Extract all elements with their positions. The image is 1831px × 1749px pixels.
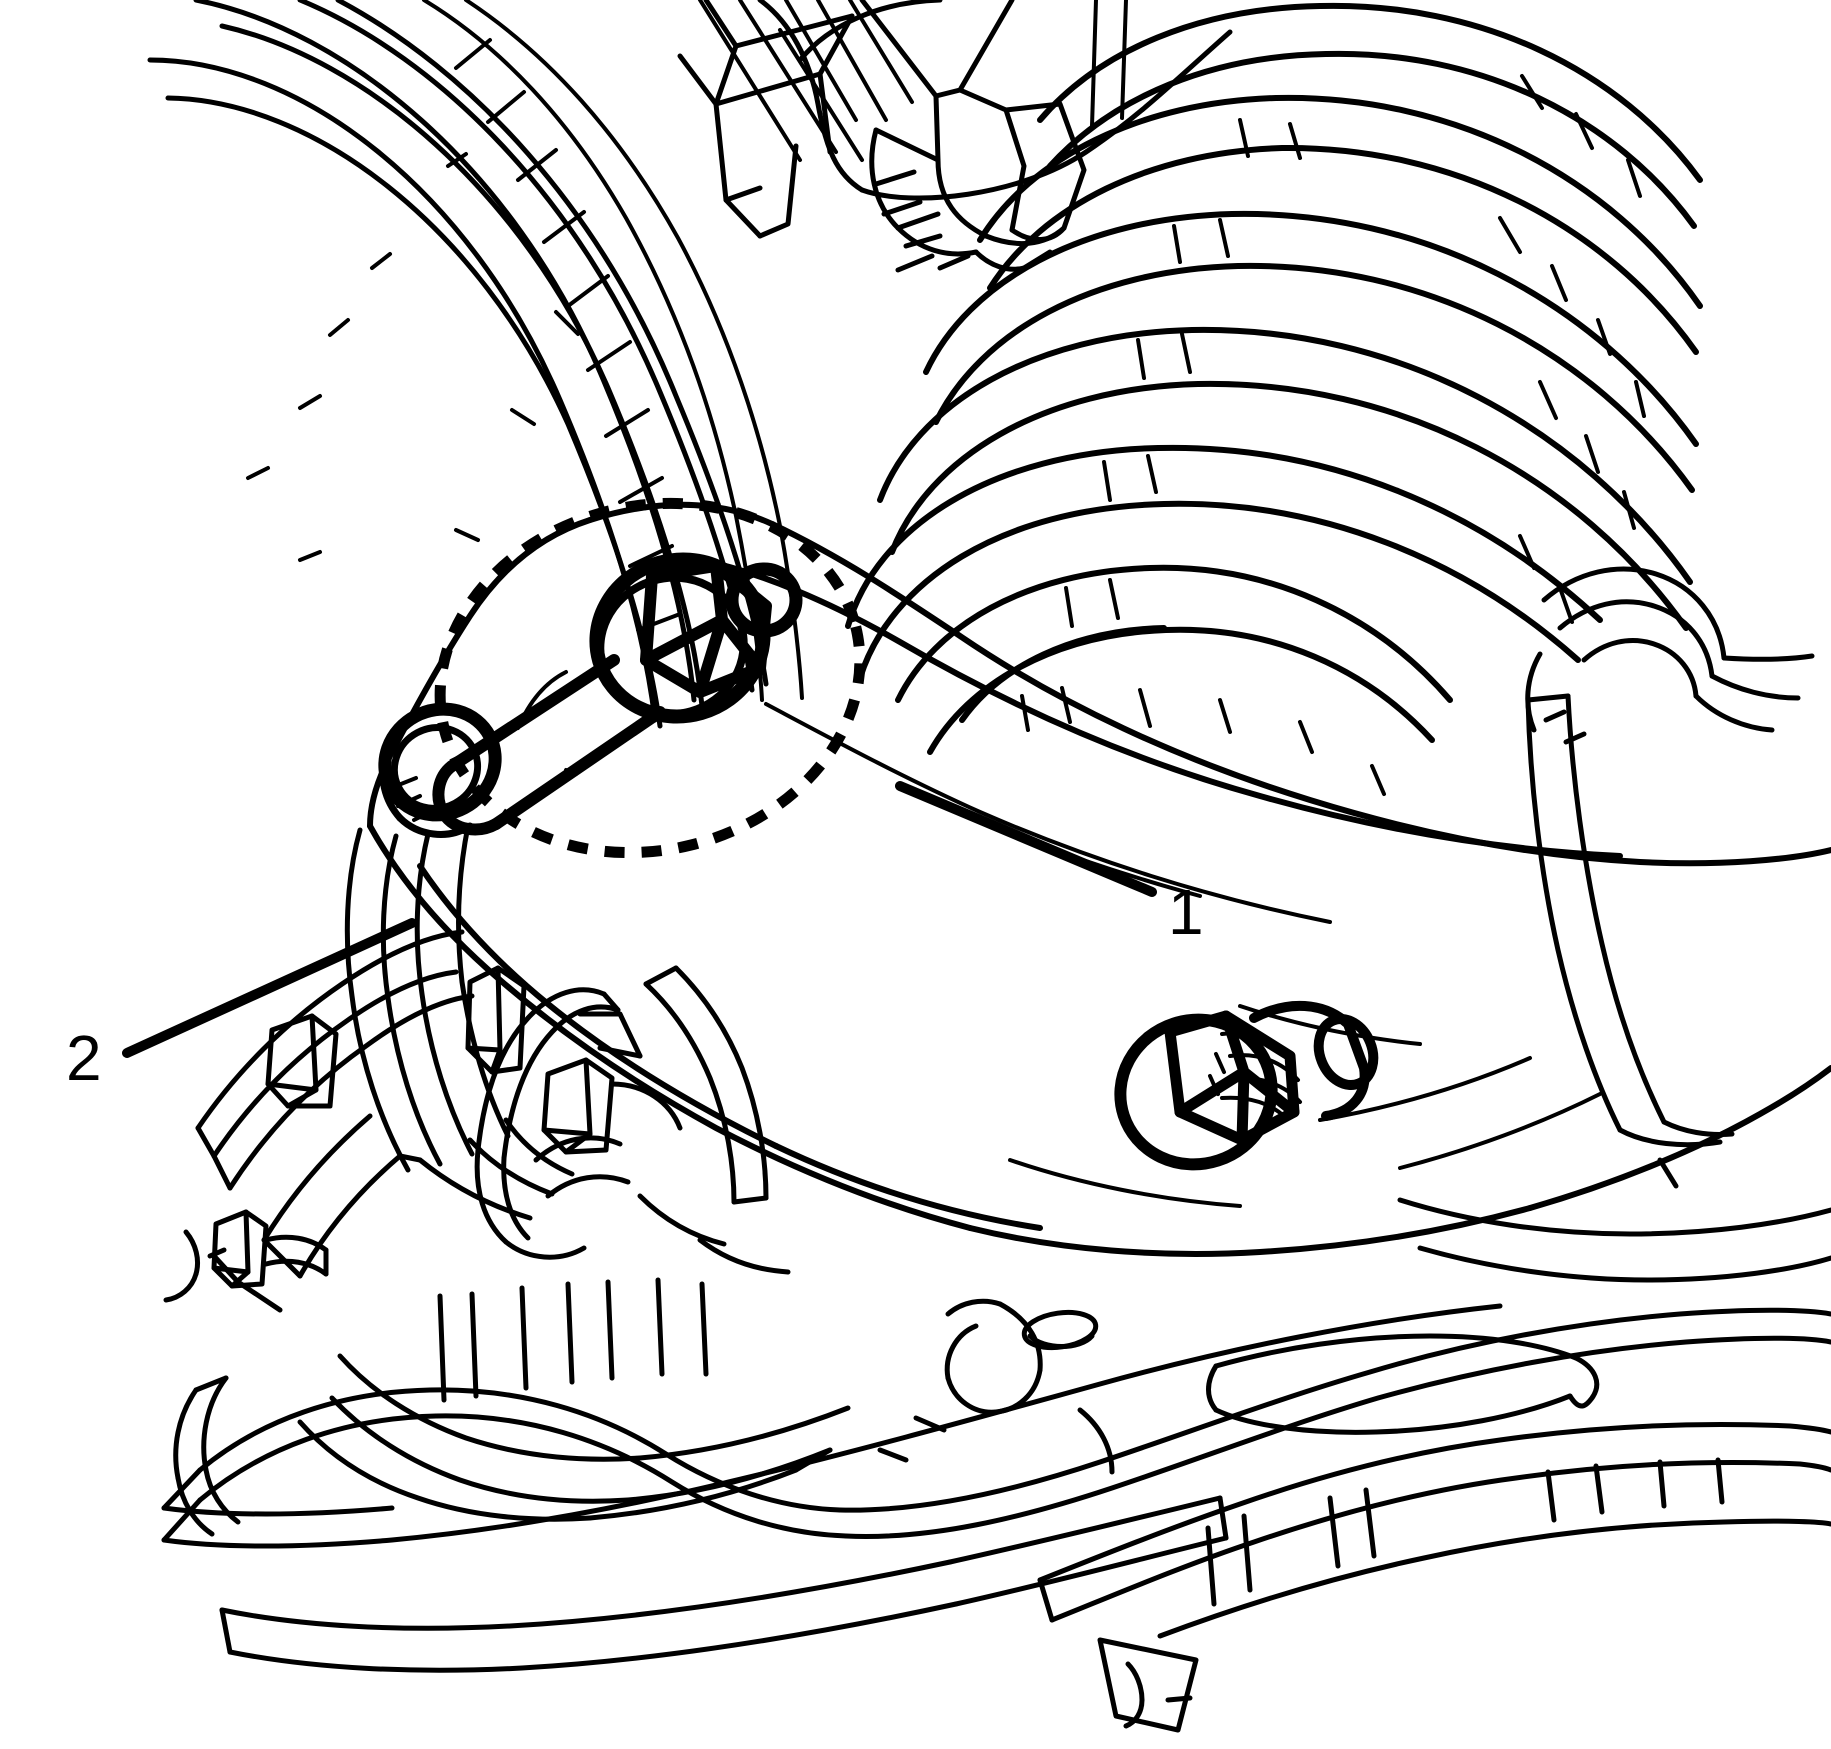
coil-spring xyxy=(845,2,1703,755)
control-arm-bolt xyxy=(1114,1013,1278,1171)
body-rail xyxy=(1037,1422,1831,1639)
bushing-bracket xyxy=(195,929,575,1313)
stabilizer-link-shaft-detail xyxy=(516,670,578,776)
bracket-bolt-upper xyxy=(465,965,527,1075)
stabilizer-link-lower-socket-rings xyxy=(379,724,482,838)
callout-label-1: 1 xyxy=(1168,876,1204,948)
upper-bracket-plate xyxy=(677,0,855,239)
tire-and-wheel-arc xyxy=(147,0,769,729)
callout-leader-1 xyxy=(895,781,1157,897)
subframe-lower-edge xyxy=(219,1495,1229,1673)
bracket-strut-arm xyxy=(637,965,791,1275)
coil-spring-hatching xyxy=(1020,74,1646,796)
bracket-bolt-upper-head xyxy=(265,1013,339,1109)
spring-seat-shelf xyxy=(1206,1333,1600,1435)
control-arm-bolt-threads xyxy=(1208,1031,1302,1120)
misc-structure-lines xyxy=(877,1298,1115,1475)
crossmember-detail xyxy=(297,1353,851,1522)
stabilizer-link-upper-nut-hex xyxy=(640,560,772,698)
stabilizer-link-lower-socket xyxy=(378,702,502,822)
body-rail-bracket xyxy=(1097,1637,1199,1733)
crossmember-left-cap xyxy=(173,1375,241,1537)
right-link-arm xyxy=(1525,693,1735,1189)
stabilizer-link-upper-nut-hole xyxy=(725,562,803,638)
tire-detail-ticks xyxy=(246,152,580,562)
spring-seat xyxy=(1525,566,1815,745)
highlight-dotted-ellipse xyxy=(434,497,866,859)
subframe-crossmember xyxy=(161,1303,1831,1549)
drain-hole xyxy=(1021,1309,1099,1351)
left-bolt-cluster xyxy=(163,1209,329,1303)
stabilizer-link-lower-socket-hatch xyxy=(394,776,436,822)
lower-control-arm xyxy=(367,501,1831,1257)
subframe-ribs xyxy=(437,1277,709,1403)
callout-label-2: 2 xyxy=(66,1022,102,1094)
control-arm-right-flange xyxy=(1397,1197,1831,1283)
control-arm-bolt-shank xyxy=(1249,1000,1379,1121)
shock-absorber-body-lines xyxy=(698,0,1128,162)
shock-absorber-mount xyxy=(859,0,1087,273)
bushing-bracket-plate xyxy=(474,987,683,1260)
body-rail-ribs xyxy=(1205,1457,1725,1607)
control-arm-creases xyxy=(764,702,1602,1208)
callout-leader-2 xyxy=(122,918,417,1058)
bracket-bolt-lower xyxy=(541,1057,615,1155)
